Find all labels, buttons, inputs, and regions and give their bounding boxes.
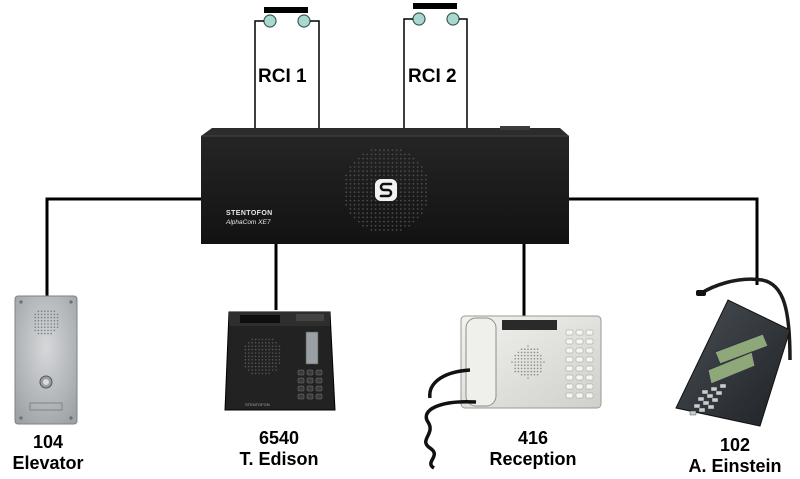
- coiled-cord: [424, 400, 477, 470]
- terminal-number: 6540: [258, 428, 300, 448]
- rci-1-right-contact: [297, 14, 311, 28]
- connection-lines: [45, 197, 759, 316]
- handset: [465, 317, 497, 407]
- handset-desk-station-icon: [424, 315, 602, 470]
- terminal-416: 416 Reception: [463, 428, 603, 470]
- desk-intercom-station-icon: STENTOFON: [224, 311, 336, 411]
- wire-to-104: [45, 197, 201, 296]
- rci-1-switch: [254, 7, 320, 130]
- rci-2-switch: [403, 3, 468, 130]
- terminal-name: A. Einstein: [688, 456, 782, 476]
- rci-1-wire-left: [254, 20, 264, 130]
- central-exchange-unit: [201, 126, 569, 244]
- terminal-6540: 6540 T. Edison: [209, 428, 349, 470]
- gooseneck-microphone-console-icon: [675, 277, 792, 427]
- wire-to-102: [567, 197, 759, 285]
- svg-text:STENTOFON: STENTOFON: [245, 402, 270, 407]
- terminal-number: 102: [719, 435, 751, 455]
- unit-top-face: [201, 128, 569, 136]
- terminal-104: 104 Elevator: [0, 432, 118, 474]
- rci-1-wire-right: [310, 20, 320, 130]
- terminal-number: 104: [32, 432, 64, 452]
- unit-brand-label: STENTOFON: [226, 210, 273, 217]
- terminal-number: 416: [517, 428, 549, 448]
- terminal-name: T. Edison: [239, 449, 319, 469]
- rci-2-left-contact: [412, 12, 426, 26]
- gooseneck: [699, 277, 792, 361]
- rci-2-right-contact: [446, 12, 460, 26]
- stentofon-logo-icon: [375, 179, 397, 201]
- rci-2-wire-right: [459, 18, 468, 130]
- terminal-name: Elevator: [12, 453, 84, 473]
- rci-2-wire-left: [403, 18, 413, 130]
- terminal-102: 102 A. Einstein: [665, 435, 800, 477]
- unit-model-label: AlphaCom XE7: [226, 219, 271, 226]
- rci-2-label: RCI 2: [408, 66, 457, 87]
- elevator-intercom-panel-icon: [14, 295, 78, 425]
- rci-1-left-contact: [263, 14, 277, 28]
- rci-1-label: RCI 1: [258, 66, 307, 87]
- terminal-name: Reception: [489, 449, 577, 469]
